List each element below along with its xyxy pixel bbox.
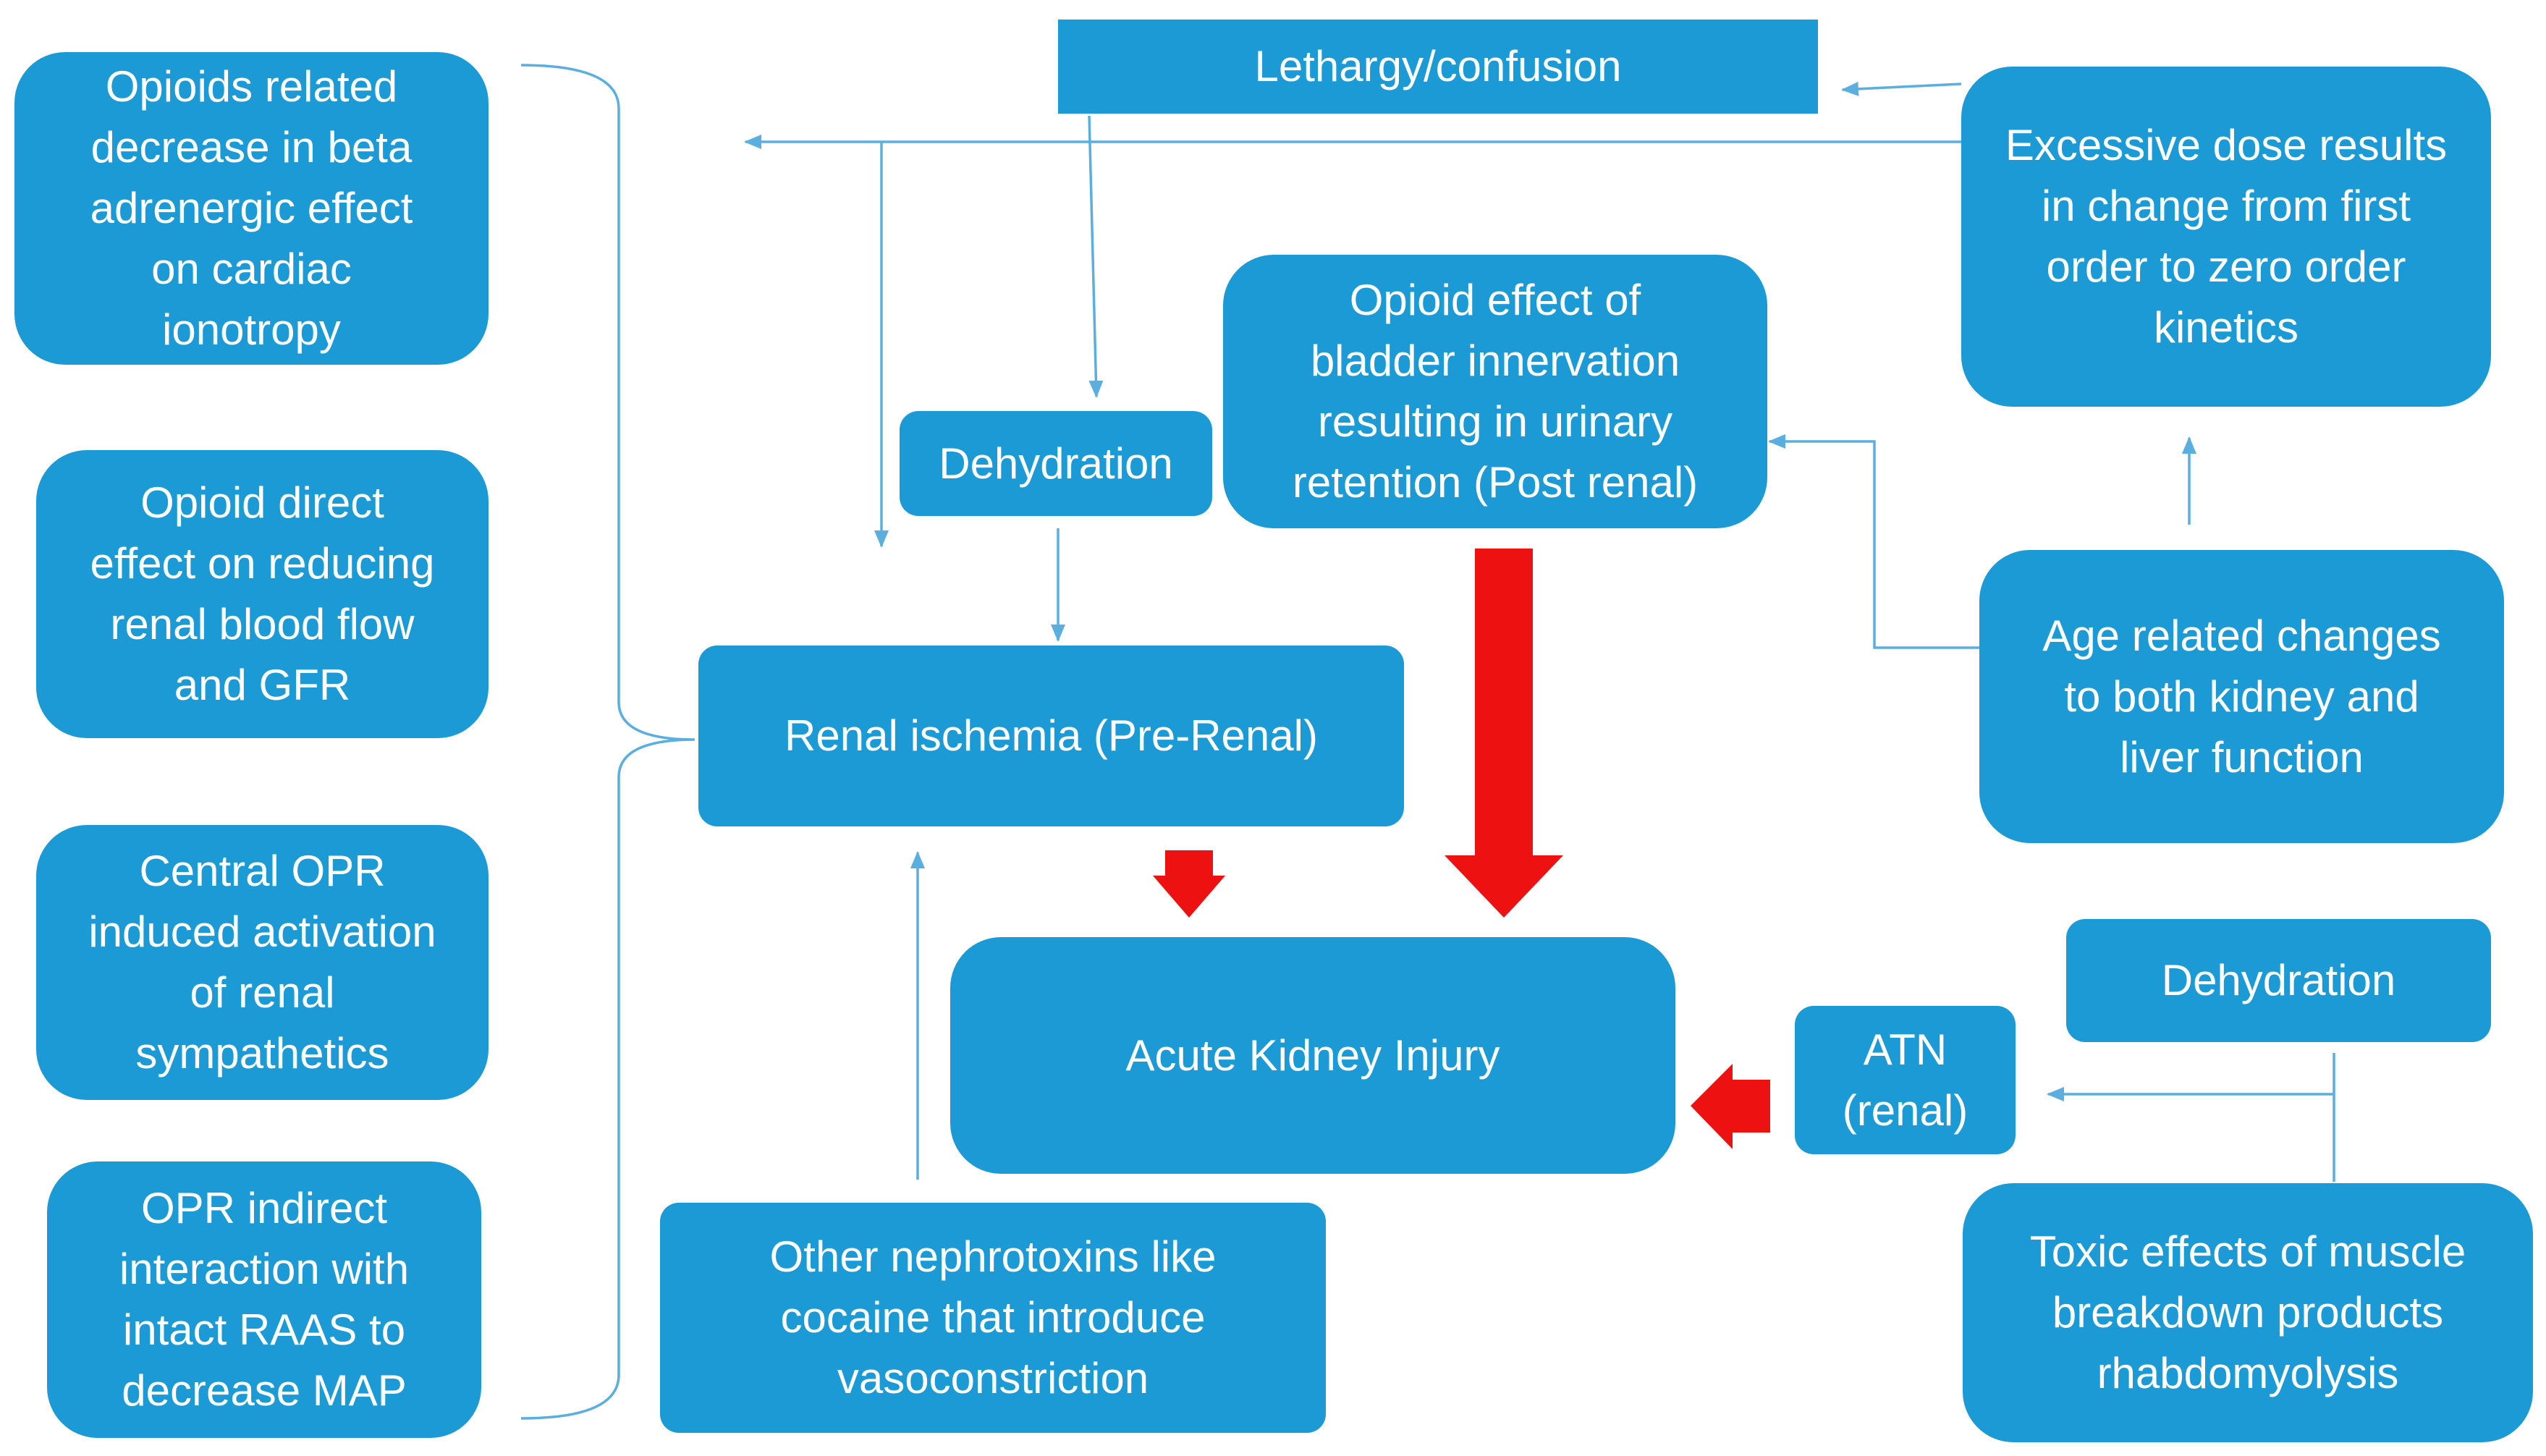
central-opr-box: Central OPR induced activation of renal …: [36, 825, 489, 1100]
left-bracket: [520, 64, 695, 1420]
bladder-box: Opioid effect of bladder innervation res…: [1223, 255, 1767, 528]
major-arrow-atn-to-aki: [1691, 1064, 1770, 1149]
dehydration-right-box: Dehydration: [2066, 919, 2491, 1042]
major-arrow-prerenal-to-aki: [1153, 850, 1225, 918]
arrow-excessive-dose-to-lethargy: [1841, 81, 1962, 96]
atn-box: ATN (renal): [1795, 1006, 2016, 1154]
arrow-lethargy-to-dehydration: [1088, 115, 1104, 398]
aki-box: Acute Kidney Injury: [950, 937, 1675, 1174]
nephrotoxins-box: Other nephrotoxins like cocaine that int…: [660, 1203, 1326, 1433]
dehydration-top-box: Dehydration: [900, 411, 1212, 516]
beta-adrenergic-box: Opioids related decrease in beta adrener…: [14, 52, 489, 365]
excessive-dose-box: Excessive dose results in change from fi…: [1961, 67, 2491, 407]
raas-box: OPR indirect interaction with intact RAA…: [47, 1161, 481, 1438]
age-changes-box: Age related changes to both kidney and l…: [1979, 550, 2504, 843]
lethargy-box: Lethargy/confusion: [1058, 20, 1818, 114]
major-arrow-postrenal-to-aki: [1445, 549, 1563, 918]
arrow-age-to-bladder: [1768, 434, 1979, 649]
renal-ischemia-box: Renal ischemia (Pre-Renal): [698, 646, 1404, 826]
renal-blood-flow-box: Opioid direct effect on reducing renal b…: [36, 450, 489, 738]
rhabdo-box: Toxic effects of muscle breakdown produc…: [1963, 1183, 2533, 1442]
